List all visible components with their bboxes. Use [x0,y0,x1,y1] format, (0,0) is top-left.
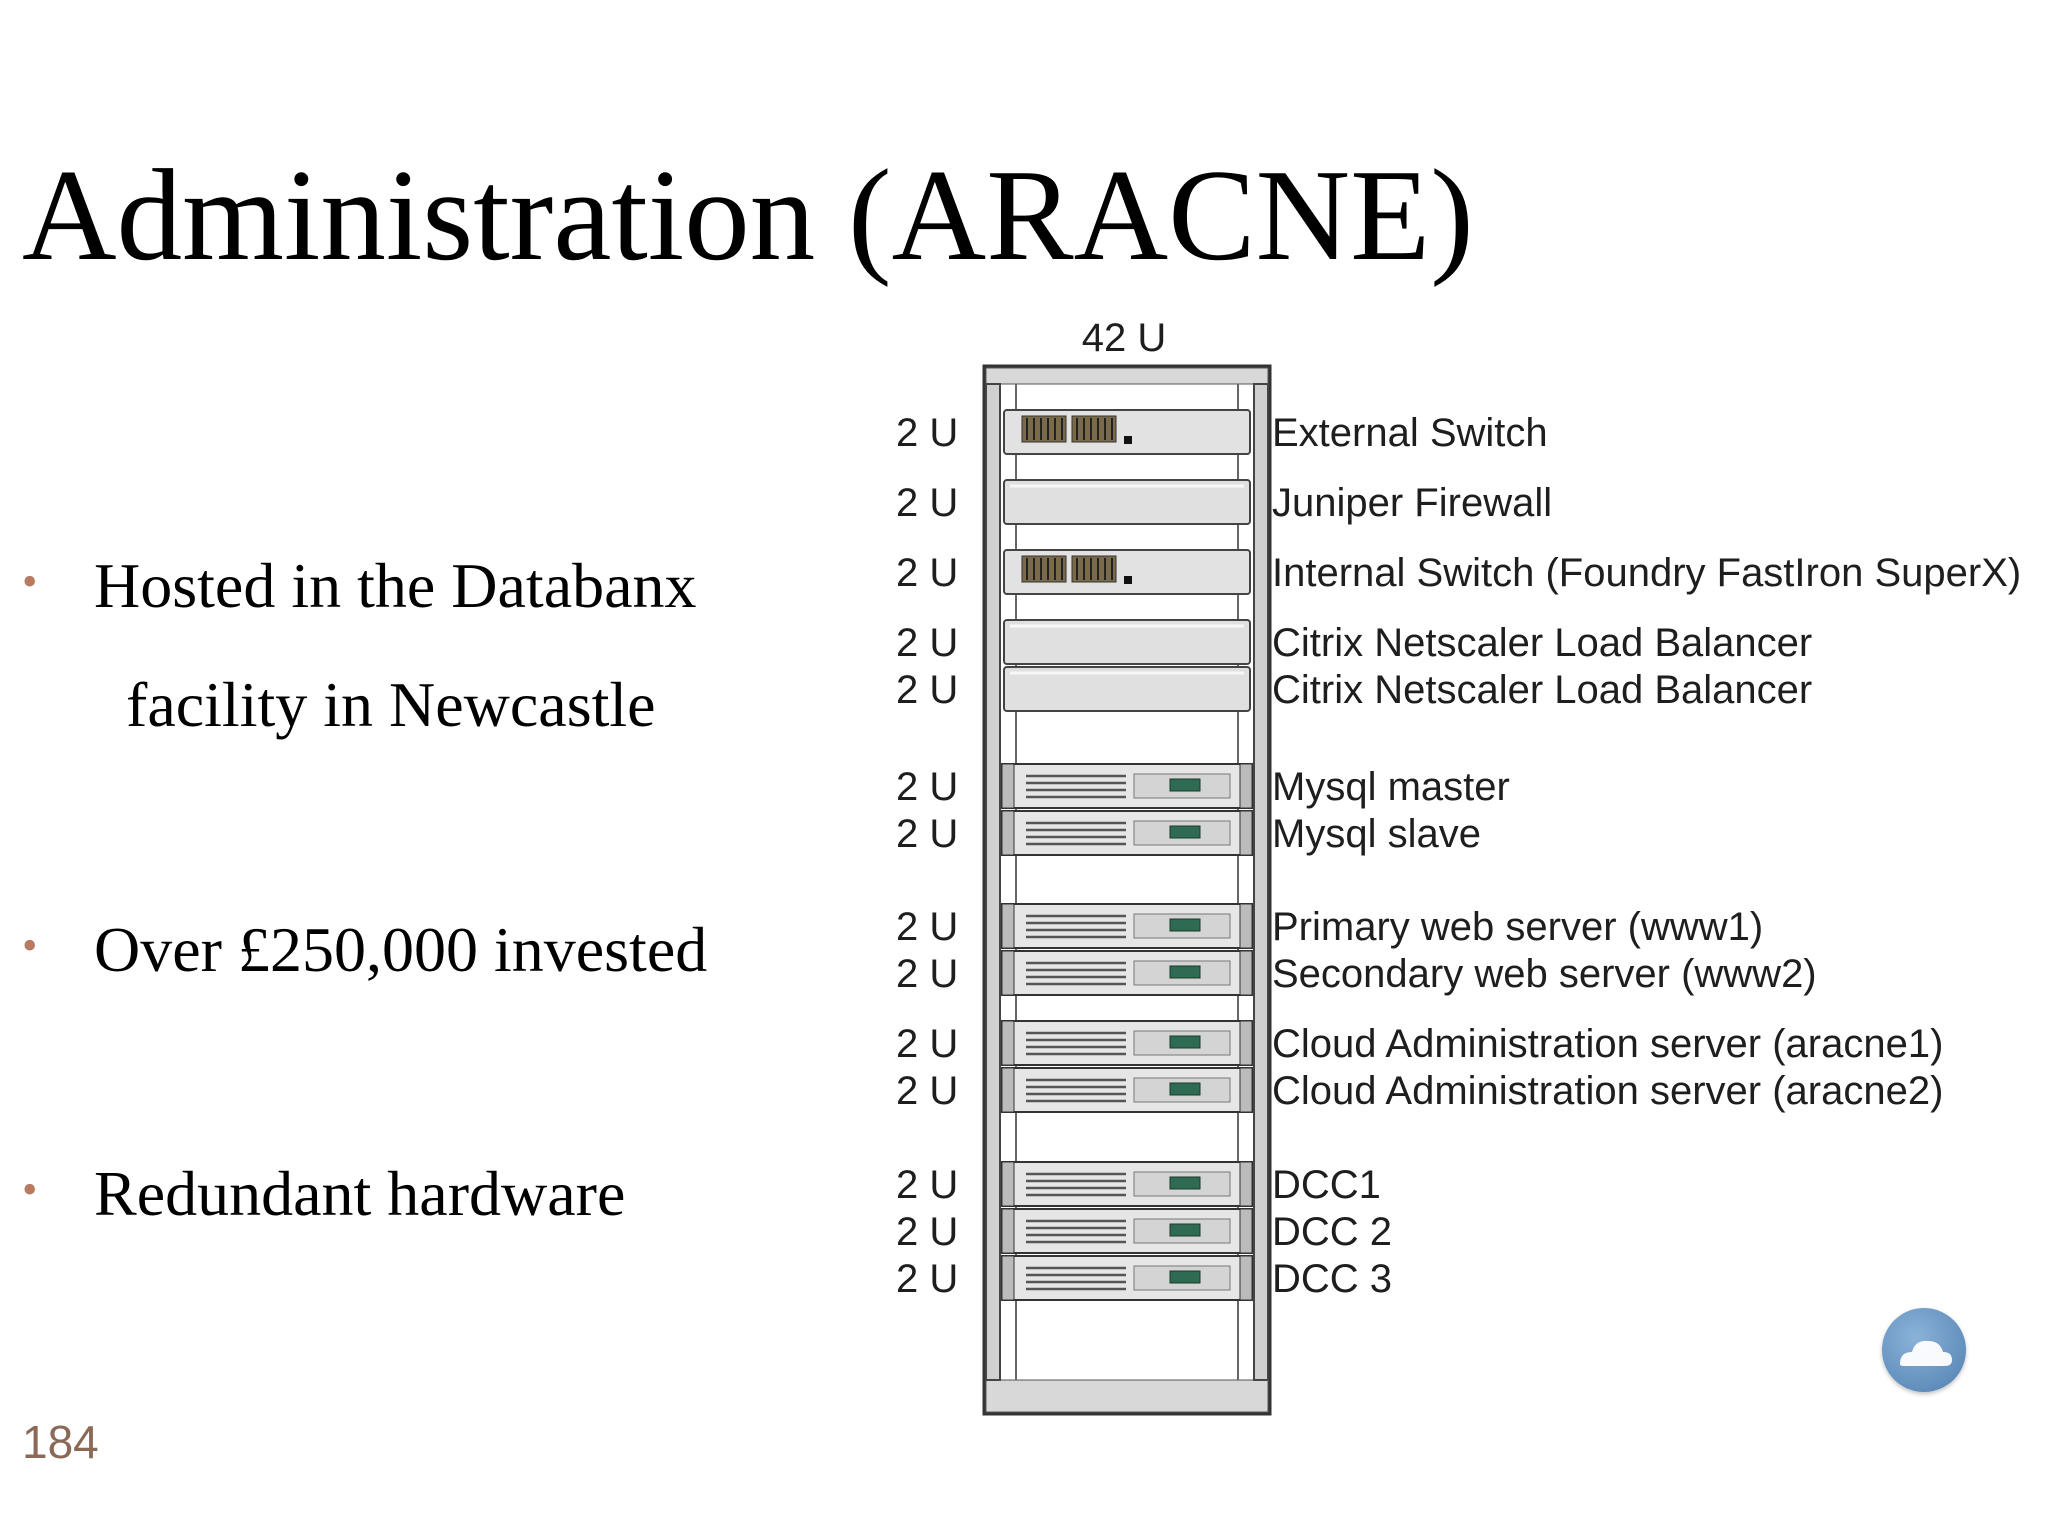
server-ear-left [1001,1020,1015,1066]
bullet-marker: • [22,1165,38,1214]
status-led-icon [1169,1223,1201,1237]
unit-size-label: 2 U [896,621,958,665]
unit-size-label: 2 U [896,481,958,525]
unit-device-label: Cloud Administration server (aracne2) [1272,1069,1943,1113]
unit-device-label: Secondary web server (www2) [1272,952,1817,996]
rack-unit: 2 U Citrix Netscaler Load Balancer [896,666,1812,712]
server-ear-left [1001,1161,1015,1207]
bullet-item: • Redundant hardware [22,1156,625,1233]
server-ear-right [1239,950,1253,996]
blank-device-chassis [1003,619,1251,665]
bullet-text-continued: facility in Newcastle [126,668,656,740]
unit-size-label: 2 U [896,1163,958,1207]
server-ear-right [1239,1161,1253,1207]
rack-unit: 2 U External Switch [896,409,1548,455]
server-ear-left [1001,1255,1015,1301]
bullet-text: Redundant hardware [94,1158,626,1229]
switch-led-icon [1124,436,1132,444]
status-led-icon [1169,918,1201,932]
unit-size-label: 2 U [896,1257,958,1301]
status-led-icon [1169,1082,1201,1096]
unit-size-label: 2 U [896,1210,958,1254]
unit-size-label: 2 U [896,765,958,809]
switch-port-block-icon [1021,555,1067,583]
rack-rail-left [985,383,1001,1381]
unit-device-label: Juniper Firewall [1272,481,1552,525]
server-ear-right [1239,903,1253,949]
rack-unit: 2 U Juniper Firewall [896,479,1552,525]
bullet-text: Over £250,000 invested [94,914,708,985]
rack-height-label: 42 U [1082,316,1167,360]
server-ear-right [1239,1208,1253,1254]
unit-device-label: Citrix Netscaler Load Balancer [1272,668,1812,712]
bullet-item: • Over £250,000 invested [22,912,707,989]
server-ear-left [1001,903,1015,949]
bullet-text: Hosted in the Databanx [94,550,697,621]
server-ear-right [1239,810,1253,856]
rack-unit: 2 U Primary web server (www1) [896,903,1763,949]
unit-device-label: Primary web server (www1) [1272,905,1763,949]
switch-port-block-icon [1021,415,1067,443]
server-ear-left [1001,1208,1015,1254]
unit-device-label: Cloud Administration server (aracne1) [1272,1022,1943,1066]
slide-title: Administration (ARACNE) [22,143,1474,288]
status-led-icon [1169,825,1201,839]
server-ear-right [1239,763,1253,809]
status-led-icon [1169,1270,1201,1284]
unit-device-label: External Switch [1272,411,1548,455]
rack-rail-right [1253,383,1269,1381]
switch-port-block-icon [1071,555,1117,583]
status-led-icon [1169,965,1201,979]
blank-device-chassis [1003,666,1251,712]
server-ear-left [1001,763,1015,809]
rack-unit: 2 U Mysql slave [896,810,1481,856]
status-led-icon [1169,778,1201,792]
unit-size-label: 2 U [896,952,958,996]
unit-device-label: Citrix Netscaler Load Balancer [1272,621,1812,665]
status-led-icon [1169,1176,1201,1190]
bullet-marker: • [22,921,38,970]
unit-size-label: 2 U [896,411,958,455]
rack-top-bar [985,367,1269,385]
server-ear-left [1001,950,1015,996]
unit-device-label: DCC 2 [1272,1210,1392,1254]
unit-device-label: DCC 3 [1272,1257,1392,1301]
switch-led-icon [1124,576,1132,584]
rack-bottom-bar [985,1379,1269,1413]
unit-device-label: Internal Switch (Foundry FastIron SuperX… [1272,551,2021,595]
unit-device-label: DCC1 [1272,1163,1381,1207]
rack-unit: 2 U DCC1 [896,1161,1381,1207]
unit-size-label: 2 U [896,812,958,856]
cloud-icon [1882,1308,1966,1392]
unit-size-label: 2 U [896,905,958,949]
rack-unit: 2 U Citrix Netscaler Load Balancer [896,619,1812,665]
unit-device-label: Mysql master [1272,765,1510,809]
blank-device-chassis [1003,479,1251,525]
unit-size-label: 2 U [896,1022,958,1066]
unit-size-label: 2 U [896,1069,958,1113]
unit-size-label: 2 U [896,668,958,712]
rack-unit: 2 U Cloud Administration server (aracne1) [896,1020,1943,1066]
bullet-item: • Hosted in the Databanx facility in New… [22,548,697,744]
server-ear-left [1001,1067,1015,1113]
bullet-marker: • [22,557,38,606]
rack-unit: 2 U DCC 2 [896,1208,1392,1254]
switch-port-block-icon [1071,415,1117,443]
rack-unit: 2 U Secondary web server (www2) [896,950,1817,996]
unit-size-label: 2 U [896,551,958,595]
server-ear-right [1239,1020,1253,1066]
unit-device-label: Mysql slave [1272,812,1481,856]
rack-unit: 2 U Mysql master [896,763,1510,809]
rack-unit: 2 U Internal Switch (Foundry FastIron Sup… [896,549,2021,595]
server-ear-left [1001,810,1015,856]
server-ear-right [1239,1067,1253,1113]
status-led-icon [1169,1035,1201,1049]
server-ear-right [1239,1255,1253,1301]
page-number: 184 [22,1416,99,1468]
rack-unit: 2 U DCC 3 [896,1255,1392,1301]
rack-unit: 2 U Cloud Administration server (aracne2) [896,1067,1943,1113]
